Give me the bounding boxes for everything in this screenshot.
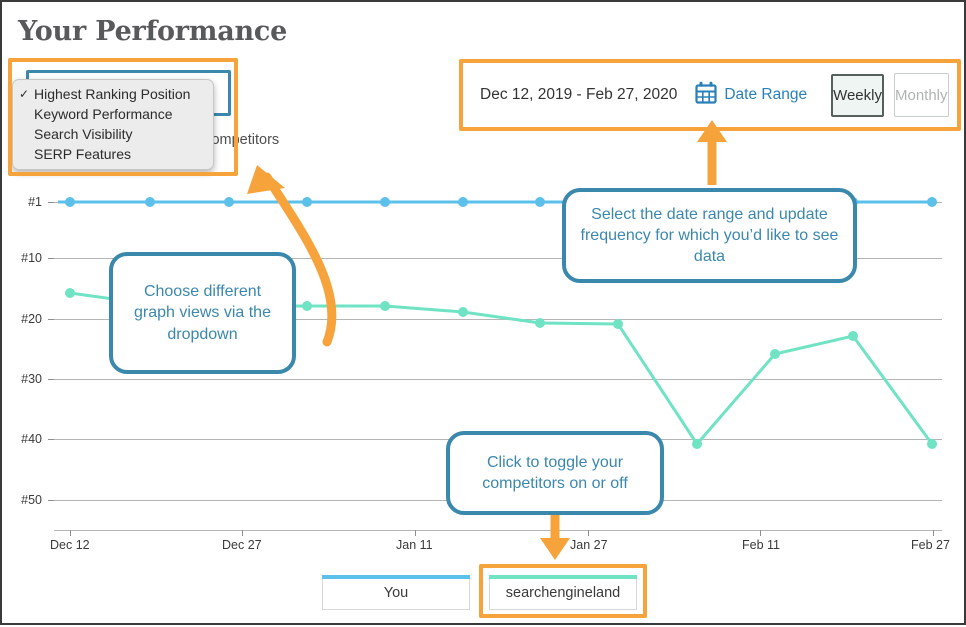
frequency-weekly-button[interactable]: Weekly (831, 73, 884, 117)
legend-item-searchengineland[interactable]: searchengineland (489, 575, 637, 610)
dropdown-option-highest-ranking-position[interactable]: ✓ Highest Ranking Position (13, 84, 213, 104)
date-range-toolbar: Dec 12, 2019 - Feb 27, 2020 Date Range W… (472, 67, 949, 123)
annotation-arrows (247, 120, 727, 560)
calendar-icon (695, 81, 717, 109)
date-range-link[interactable]: Date Range (724, 86, 808, 103)
callout-dropdown: Choose different graph views via the dro… (109, 252, 296, 374)
x-tick-label: Feb 27 (911, 538, 950, 552)
page-title: Your Performance (18, 16, 288, 47)
y-tick-label: #40 (21, 432, 42, 446)
callout-legend: Click to toggle your competitors on or o… (446, 431, 664, 515)
check-icon: ✓ (19, 87, 30, 101)
dropdown-option-label: SERP Features (34, 146, 132, 162)
callout-date-range: Select the date range and update frequen… (562, 188, 857, 283)
dropdown-option-label: Highest Ranking Position (34, 86, 191, 102)
x-tick-label: Feb 11 (742, 538, 780, 552)
dropdown-option-label: Search Visibility (34, 126, 133, 142)
y-tick-label: #50 (21, 493, 42, 507)
dropdown-option-serp-features[interactable]: SERP Features (13, 144, 213, 164)
frequency-monthly-button[interactable]: Monthly (893, 73, 949, 117)
y-tick-label: #10 (21, 251, 42, 265)
y-tick-label: #20 (21, 312, 42, 326)
date-range-value: Dec 12, 2019 - Feb 27, 2020 (480, 86, 678, 103)
x-tick-label: Dec 12 (50, 538, 90, 552)
y-tick-label: #30 (21, 372, 42, 386)
x-tick-label: Jan 27 (570, 538, 608, 552)
x-tick-label: Dec 27 (222, 538, 262, 552)
graph-view-dropdown-menu[interactable]: ✓ Highest Ranking Position Keyword Perfo… (12, 79, 214, 170)
chart-x-ticks (70, 530, 934, 536)
legend-item-you[interactable]: You (322, 575, 470, 610)
x-tick-label: Jan 11 (396, 538, 433, 552)
dropdown-option-search-visibility[interactable]: Search Visibility (13, 124, 213, 144)
dropdown-option-label: Keyword Performance (34, 106, 173, 122)
dropdown-option-keyword-performance[interactable]: Keyword Performance (13, 104, 213, 124)
chart-y-ticks (48, 202, 54, 501)
y-tick-label: #1 (28, 195, 42, 209)
